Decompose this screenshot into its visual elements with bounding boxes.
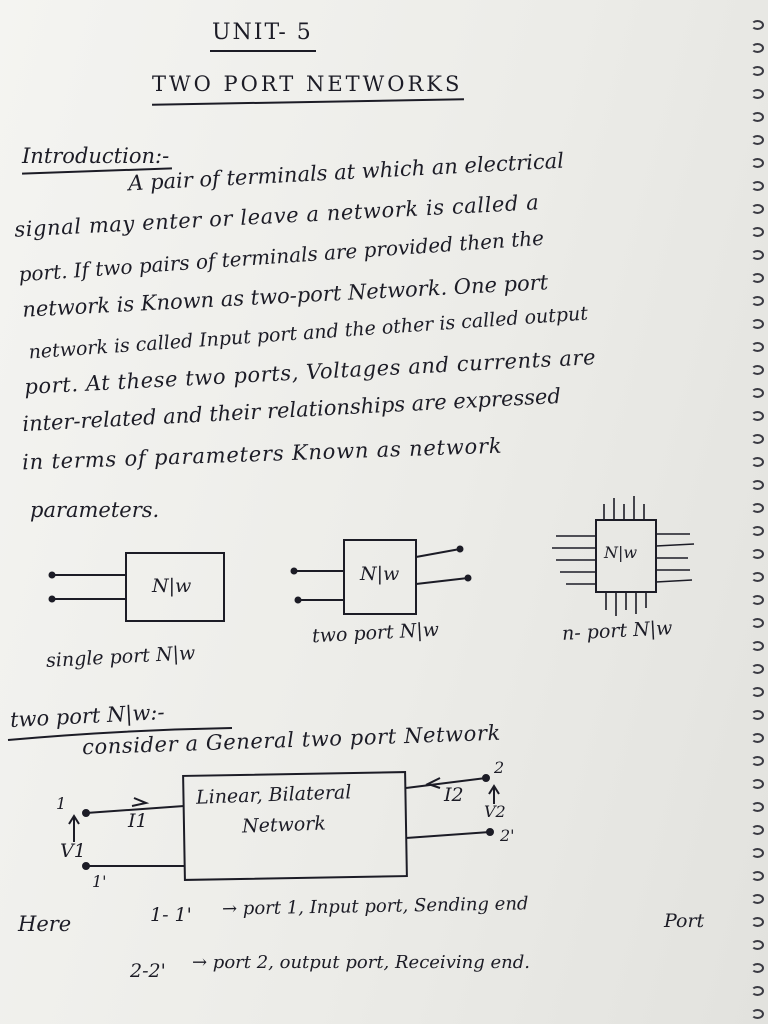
port1-tail: Port [664, 910, 705, 932]
voltage-2-label: V2 [484, 802, 506, 821]
terminal-1p-label: 1' [92, 872, 107, 891]
spiral-ring [751, 710, 764, 720]
spiral-ring [751, 825, 764, 835]
two-port-node-4 [464, 574, 472, 582]
terminal-1-label: 1 [56, 794, 67, 813]
section-underline [7, 727, 233, 741]
single-port-node-bottom [48, 595, 56, 603]
spiral-ring [751, 940, 764, 950]
current-arrow-1 [131, 797, 150, 807]
spiral-ring [751, 848, 764, 858]
spiral-ring [751, 89, 764, 99]
output-lead-bottom [405, 831, 491, 839]
spiral-ring [751, 618, 764, 628]
port2-text: → port 2, output port, Receiving end. [192, 952, 530, 973]
unit-underline [210, 50, 316, 52]
two-port-box [343, 539, 417, 615]
spiral-ring [751, 664, 764, 674]
spiral-ring [751, 480, 764, 490]
input-lead-top [85, 805, 185, 814]
current-2-label: I2 [444, 784, 464, 806]
two-port-lead-right-top [415, 548, 461, 558]
spiral-binding [738, 0, 768, 1024]
spiral-ring [751, 894, 764, 904]
spiral-ring [751, 963, 764, 973]
spiral-ring [751, 802, 764, 812]
port2-prefix: 2-2' [130, 960, 166, 982]
unit-heading: UNIT- 5 [212, 20, 313, 45]
spiral-ring [751, 181, 764, 191]
terminal-node-1p [82, 862, 90, 870]
voltage-1-label: V1 [60, 840, 86, 862]
current-1-label: I1 [128, 810, 148, 832]
spiral-ring [751, 687, 764, 697]
terminal-2-label: 2 [494, 758, 505, 777]
spiral-ring [751, 457, 764, 467]
general-network-box [182, 771, 408, 881]
spiral-ring [751, 135, 764, 145]
spiral-ring [751, 158, 764, 168]
spiral-ring [751, 342, 764, 352]
single-port-box [125, 552, 225, 622]
spiral-ring [751, 572, 764, 582]
intro-heading: Introduction:- [22, 144, 170, 168]
spiral-ring [751, 641, 764, 651]
n-port-box-label: N|w [604, 543, 638, 562]
spiral-ring [751, 66, 764, 76]
spiral-ring [751, 756, 764, 766]
spiral-ring [751, 503, 764, 513]
spiral-ring [751, 112, 764, 122]
spiral-ring [751, 526, 764, 536]
spiral-ring [751, 733, 764, 743]
spiral-ring [751, 549, 764, 559]
two-port-node-1 [290, 567, 298, 575]
two-port-node-3 [456, 545, 464, 553]
spiral-ring [751, 227, 764, 237]
terminal-node-2 [482, 774, 490, 782]
spiral-ring [751, 1009, 764, 1019]
two-port-node-2 [294, 596, 302, 604]
two-port-box-label: N|w [360, 563, 400, 585]
spiral-ring [751, 319, 764, 329]
spiral-ring [751, 779, 764, 789]
spiral-ring [751, 986, 764, 996]
terminal-2p-label: 2' [500, 826, 515, 845]
intro-line-9: parameters. [30, 498, 160, 522]
spiral-ring [751, 273, 764, 283]
port1-prefix: 1- 1' [150, 904, 192, 926]
spiral-ring [751, 434, 764, 444]
single-port-box-label: N|w [152, 575, 192, 597]
spiral-ring [751, 296, 764, 306]
spiral-ring [751, 43, 764, 53]
here-label: Here [18, 912, 72, 936]
spiral-ring [751, 411, 764, 421]
terminal-node-1 [82, 809, 90, 817]
network-label-line2: Network [241, 812, 327, 838]
spiral-ring [751, 388, 764, 398]
n-port-leads [552, 496, 695, 616]
spiral-ring [751, 595, 764, 605]
two-port-lead-right-bottom [415, 577, 469, 585]
current-arrow-2 [425, 777, 441, 789]
spiral-ring [751, 871, 764, 881]
output-lead-top [405, 777, 487, 789]
spiral-ring [751, 250, 764, 260]
single-port-node-top [48, 571, 56, 579]
spiral-ring [751, 20, 764, 30]
spiral-ring [751, 917, 764, 927]
spiral-ring [751, 365, 764, 375]
page-title: TWO PORT NETWORKS [152, 72, 463, 96]
terminal-node-2p [486, 828, 494, 836]
spiral-ring [751, 204, 764, 214]
